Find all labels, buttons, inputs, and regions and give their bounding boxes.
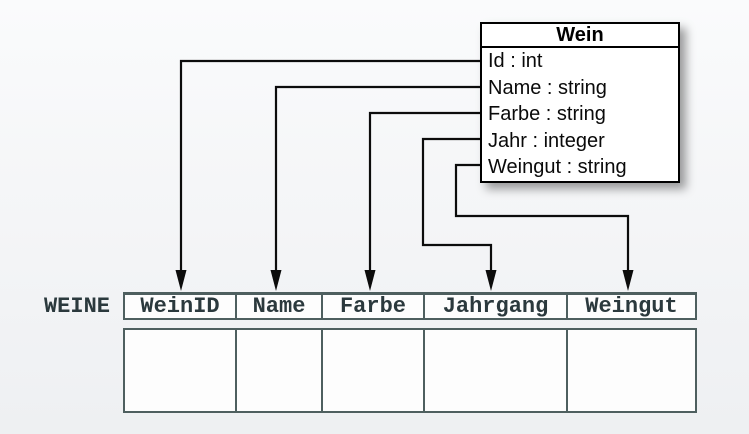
uml-class-title: Wein: [482, 24, 678, 48]
arrowhead-icon: [622, 270, 634, 291]
column-header-weinid: WeinID: [125, 295, 237, 318]
connector-jahr-to-jahrgang: [421, 137, 493, 272]
uml-attribute-name: Name : string: [488, 76, 607, 99]
column-header-weingut: Weingut: [585, 295, 678, 318]
column-header-name: Name: [237, 295, 323, 318]
arrowhead-icon: [270, 270, 282, 291]
table-cell: [425, 330, 568, 411]
uml-attribute-weingut: Weingut : string: [488, 156, 627, 178]
uml-attribute-id: Id : int: [488, 50, 543, 72]
table-cell: [125, 330, 237, 411]
connector-id-to-weinid: [179, 59, 480, 272]
column-header-jahrgang: Jahrgang: [425, 295, 568, 318]
uml-attribute-farbe: Farbe : string: [488, 103, 606, 125]
table-name-label: WEINE: [43, 294, 110, 319]
arrowhead-icon: [364, 270, 376, 291]
column-header-farbe: Farbe: [323, 295, 425, 318]
uml-attribute-list: Id : int Name : string Farbe : string Ja…: [482, 48, 678, 181]
table-cell: [568, 330, 695, 411]
connector-name-to-name: [274, 85, 480, 272]
connector-weingut-to-weingut: [454, 163, 630, 272]
table-body-row: [123, 328, 697, 413]
table-cell: [237, 330, 323, 411]
uml-attribute-jahr: Jahr : integer: [488, 129, 605, 152]
table-header-row: WeinID Name Farbe Jahrgang Weingut: [123, 292, 697, 320]
arrowhead-icon: [175, 270, 187, 291]
table-cell: [323, 330, 425, 411]
arrowhead-icon: [485, 270, 497, 291]
connector-farbe-to-farbe: [368, 111, 480, 272]
uml-class-wein: Wein Id : int Name : string Farbe : stri…: [480, 22, 680, 183]
